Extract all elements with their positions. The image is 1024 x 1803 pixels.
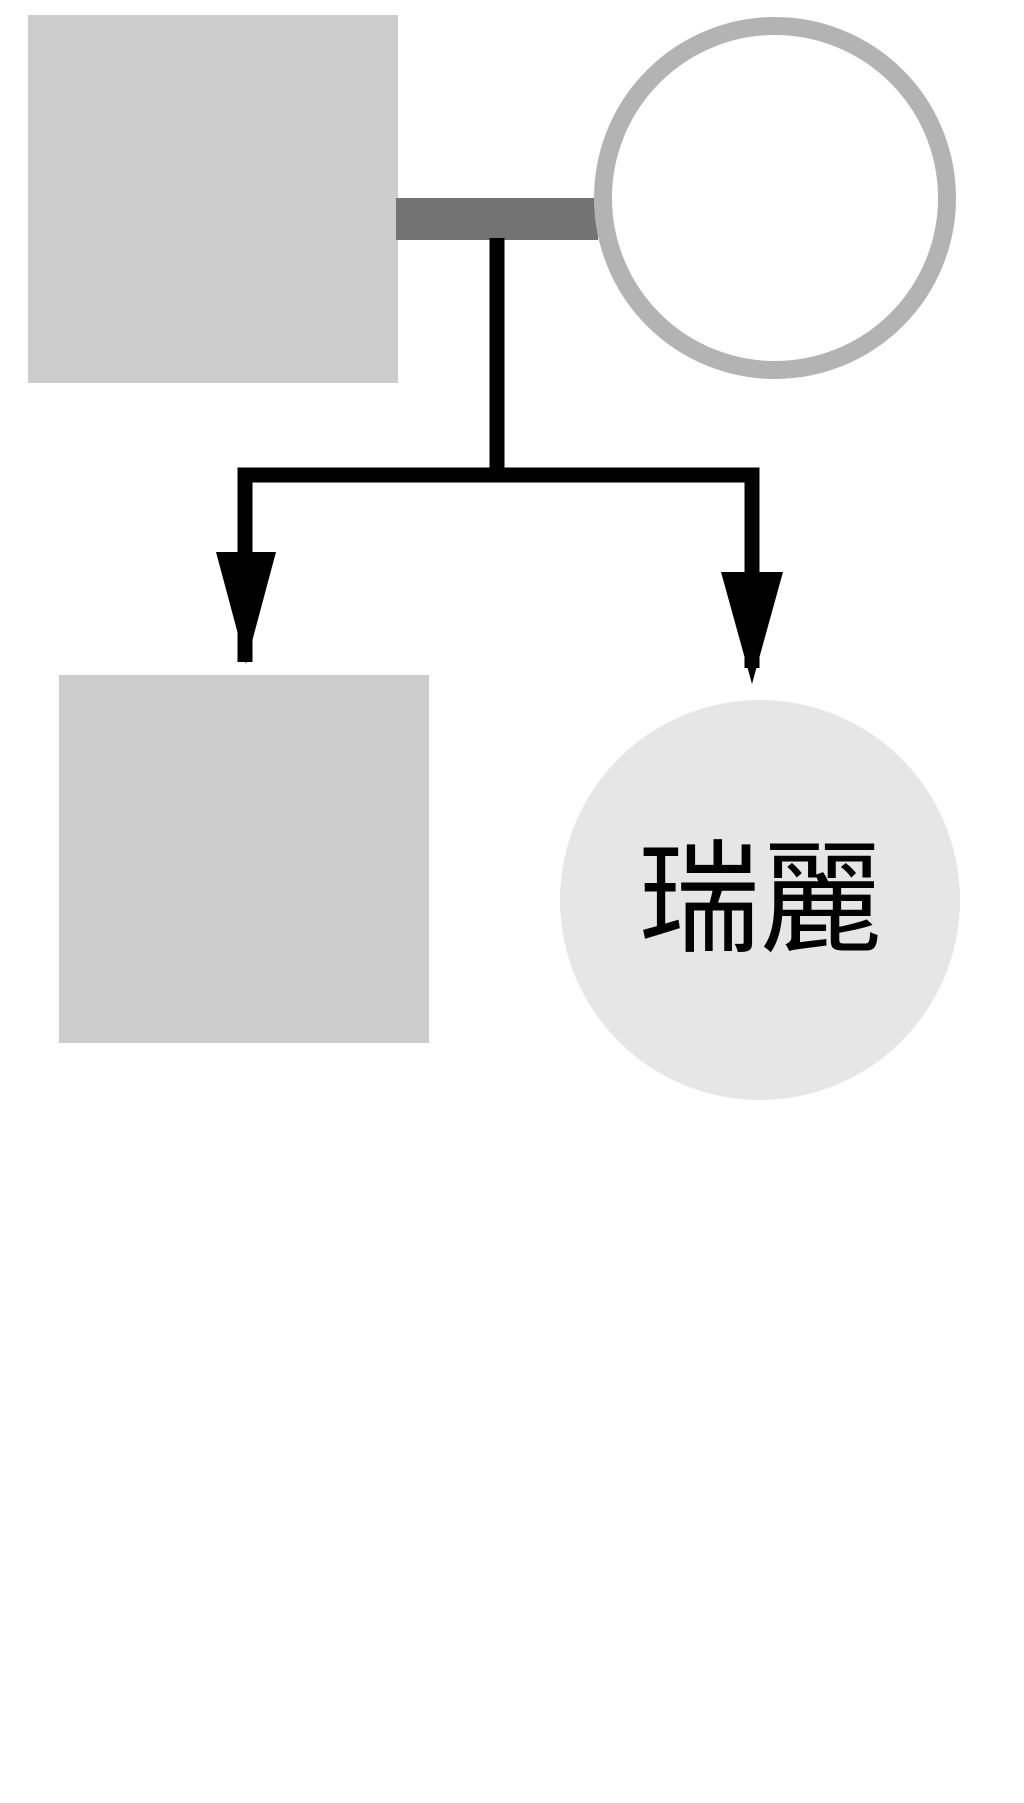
sibship-line: [237, 467, 760, 668]
marriage-line: [396, 198, 598, 240]
daughter-circle: [560, 700, 960, 1100]
father-square: [28, 15, 398, 383]
arrow-to-son: [216, 552, 276, 664]
son-square: [59, 675, 429, 1043]
daughter-name: 瑞麗: [638, 829, 882, 971]
arrow-to-daughter: [721, 572, 783, 684]
mother-circle: [594, 17, 956, 379]
